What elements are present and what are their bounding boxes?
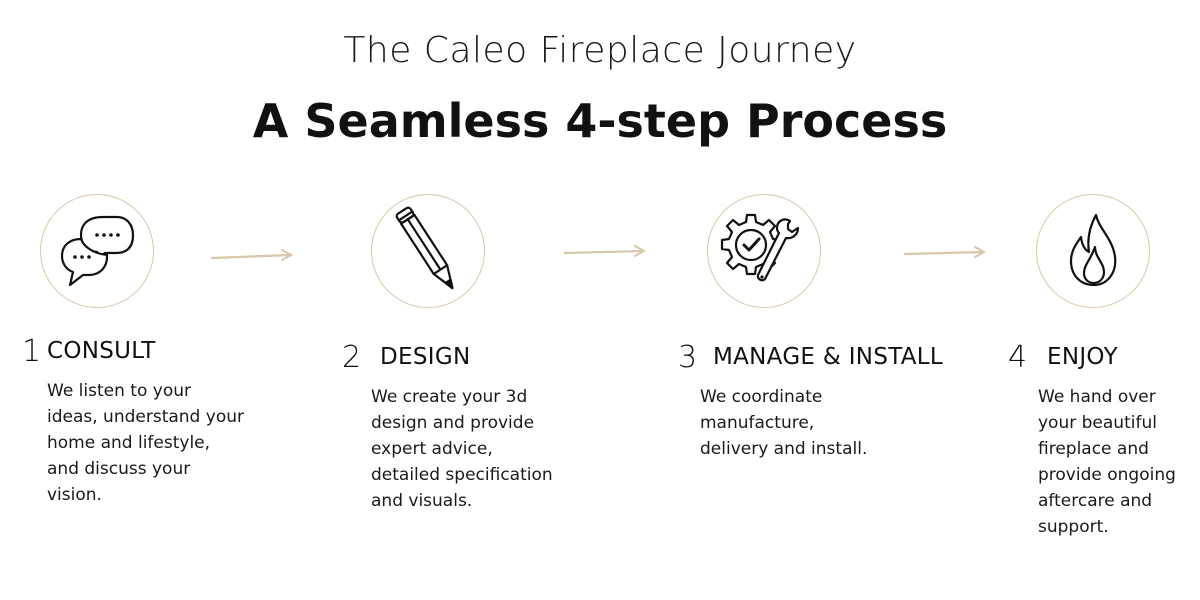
page-headline: A Seamless 4-step Process	[252, 94, 948, 148]
pencil-icon	[395, 206, 454, 290]
flame-icon	[1069, 213, 1117, 287]
step-2-description: We create your 3d design and provide exp…	[371, 387, 553, 511]
step-2-title: DESIGN	[380, 344, 471, 370]
step-1-icon-circle	[40, 194, 154, 308]
step-4-number: 4	[1008, 340, 1028, 375]
arrow-right-icon	[903, 246, 987, 258]
arrow-right-icon	[563, 245, 647, 257]
step-3-icon-circle	[707, 194, 821, 308]
step-3-title: MANAGE & INSTALL	[713, 344, 944, 370]
step-4-icon-circle	[1036, 194, 1150, 308]
step-3-description: We coordinate manufacture, delivery and …	[700, 387, 868, 459]
step-4-description: We hand over your beautiful fireplace an…	[1038, 387, 1176, 537]
speech-bubbles-icon	[60, 215, 135, 287]
page-subtitle: The Caleo Fireplace Journey	[343, 30, 857, 71]
step-1-title: CONSULT	[47, 338, 156, 364]
step-3-number: 3	[678, 340, 698, 375]
step-4-title: ENJOY	[1047, 344, 1118, 370]
step-1-description: We listen to your ideas, understand your…	[47, 381, 244, 505]
step-2-number: 2	[342, 340, 362, 375]
step-1-number: 1	[22, 334, 42, 369]
step-2-icon-circle	[371, 194, 485, 308]
arrow-right-icon	[210, 249, 294, 261]
gear-wrench-icon	[720, 213, 800, 282]
